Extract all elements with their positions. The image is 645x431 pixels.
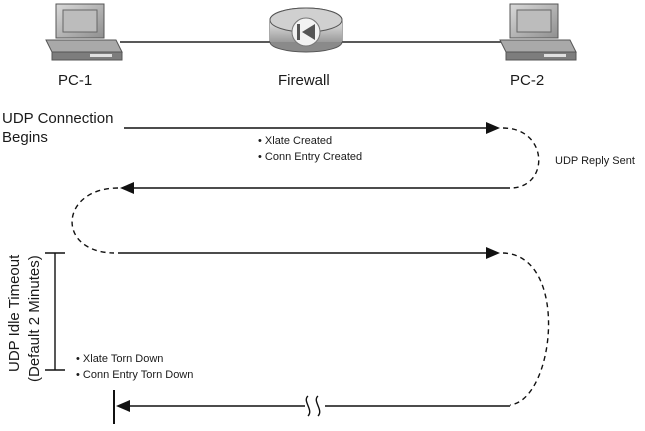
second-request-arrow — [118, 247, 500, 259]
pc1-label: PC-1 — [58, 72, 92, 89]
timeout-label-line1: UDP Idle Timeout — [6, 254, 23, 372]
return-turn-curve — [71, 187, 119, 254]
start-label-line2: Begins — [2, 129, 48, 146]
pc2-label: PC-2 — [510, 72, 544, 89]
timeout-bracket — [45, 252, 65, 371]
firewall-icon — [269, 7, 343, 53]
reply-turn-curve — [502, 127, 540, 189]
reply-arrow — [120, 182, 510, 194]
conn-down-note: • Conn Entry Torn Down — [76, 369, 193, 381]
request-arrow — [124, 122, 500, 134]
pc-icon — [499, 3, 577, 61]
firewall-label: Firewall — [278, 72, 330, 89]
xlate-down-note: • Xlate Torn Down — [76, 353, 163, 365]
conn-created-note: • Conn Entry Created — [258, 151, 362, 163]
timeout-label-line2: (Default 2 Minutes) — [26, 255, 43, 382]
reply-sent-label: UDP Reply Sent — [555, 155, 635, 167]
start-label-line1: UDP Connection — [2, 110, 113, 127]
pc-icon — [45, 3, 123, 61]
time-break-icon — [305, 395, 321, 417]
idle-turn-curve — [502, 252, 550, 406]
timeout-arrow — [113, 390, 510, 424]
xlate-created-note: • Xlate Created — [258, 135, 332, 147]
